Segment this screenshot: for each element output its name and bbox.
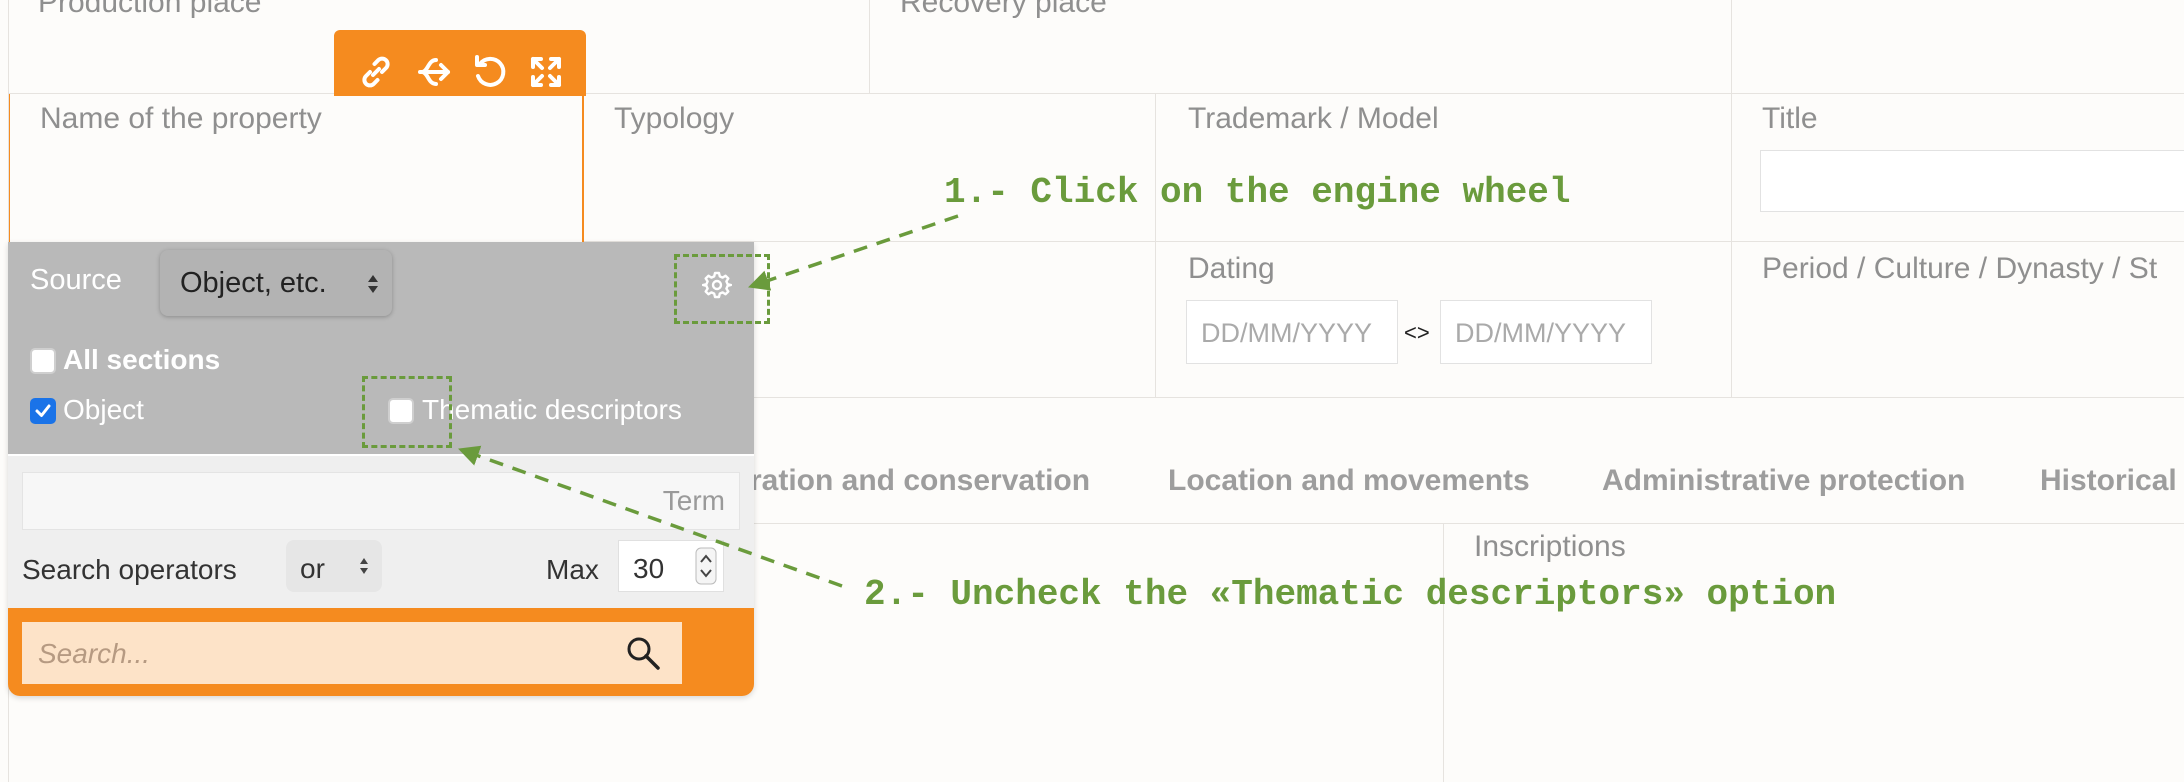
title-input[interactable] bbox=[1760, 150, 2184, 212]
trademark-cell[interactable]: Trademark / Model bbox=[1156, 94, 1732, 242]
typology-cell[interactable]: Typology bbox=[582, 94, 1156, 242]
tab-restoration-conservation[interactable]: ration and conservation bbox=[750, 464, 1091, 497]
field-toolbar bbox=[334, 30, 586, 96]
share-icon[interactable] bbox=[414, 52, 454, 92]
top-right-cell bbox=[1732, 0, 2184, 94]
all-sections-checkbox[interactable] bbox=[30, 348, 56, 374]
production-place-label: Production place bbox=[38, 0, 262, 19]
recovery-place-cell: Recovery place bbox=[870, 0, 1732, 94]
search-icon[interactable] bbox=[624, 634, 662, 672]
thematic-descriptors-label: Thematic descriptors bbox=[422, 394, 682, 425]
max-input[interactable]: 30 bbox=[618, 540, 724, 592]
object-checkbox[interactable] bbox=[30, 398, 56, 424]
bottom-left-area bbox=[8, 524, 1444, 782]
dating-to-input[interactable]: DD/MM/YYYY bbox=[1440, 300, 1652, 364]
source-select[interactable]: Object, etc. bbox=[160, 250, 392, 316]
title-cell: Title bbox=[1732, 94, 2184, 242]
dating-cell: Dating DD/MM/YYYY <> DD/MM/YYYY bbox=[1156, 242, 1732, 398]
recovery-place-label: Recovery place bbox=[900, 0, 1107, 19]
link-icon[interactable] bbox=[356, 52, 396, 92]
select-arrows-icon bbox=[360, 558, 368, 574]
inscriptions-area: Inscriptions bbox=[1444, 524, 2184, 782]
search-placeholder: Search... bbox=[38, 638, 151, 669]
gear-icon[interactable] bbox=[702, 270, 732, 300]
checkmark-icon bbox=[35, 404, 51, 417]
annotation-step1: 1.- Click on the engine wheel bbox=[944, 172, 1571, 213]
search-input[interactable]: Search... bbox=[22, 622, 682, 684]
source-select-value: Object, etc. bbox=[180, 267, 327, 299]
name-of-property-field[interactable]: Name of the property bbox=[8, 94, 584, 244]
select-arrows-icon bbox=[368, 275, 378, 293]
operators-value: or bbox=[300, 553, 325, 584]
tab-location-movements[interactable]: Location and movements bbox=[1168, 464, 1530, 497]
object-label: Object bbox=[63, 394, 144, 425]
annotation-step2: 2.- Uncheck the «Thematic descriptors» o… bbox=[864, 574, 1837, 615]
title-label: Title bbox=[1762, 102, 1818, 135]
max-value: 30 bbox=[633, 553, 665, 584]
popup-options-panel: Source Object, etc. All sections Object … bbox=[8, 242, 754, 454]
name-of-property-label: Name of the property bbox=[40, 102, 322, 135]
term-label: Term bbox=[662, 485, 725, 516]
all-sections-label: All sections bbox=[63, 344, 221, 375]
max-label: Max bbox=[546, 554, 599, 585]
term-input[interactable]: Term bbox=[22, 472, 740, 530]
section-tabs: ration and conservation Location and mov… bbox=[8, 398, 2184, 524]
popup-query-panel: Term Search operators or Max 30 bbox=[8, 454, 754, 608]
dating-label: Dating bbox=[1188, 252, 1275, 285]
tab-administrative-protection[interactable]: Administrative protection bbox=[1602, 464, 1966, 497]
period-cell: Period / Culture / Dynasty / St bbox=[1732, 242, 2184, 398]
tab-historical[interactable]: Historical bbox=[2040, 464, 2177, 497]
trademark-label: Trademark / Model bbox=[1188, 102, 1439, 135]
period-label: Period / Culture / Dynasty / St bbox=[1762, 252, 2158, 285]
reset-icon[interactable] bbox=[470, 52, 510, 92]
date-separator: <> bbox=[1404, 320, 1430, 345]
expand-icon[interactable] bbox=[526, 52, 566, 92]
thematic-descriptors-checkbox[interactable] bbox=[388, 398, 414, 424]
search-popup: Source Object, etc. All sections Object … bbox=[8, 242, 754, 696]
stepper-icon[interactable] bbox=[695, 547, 717, 585]
search-operators-label: Search operators bbox=[22, 554, 237, 585]
operators-select[interactable]: or bbox=[286, 540, 382, 592]
inscriptions-label: Inscriptions bbox=[1474, 530, 1626, 563]
annotation-box-thematic bbox=[362, 376, 452, 448]
source-label: Source bbox=[30, 264, 122, 296]
dating-from-input[interactable]: DD/MM/YYYY bbox=[1186, 300, 1398, 364]
search-bar-panel: Search... bbox=[8, 608, 754, 696]
annotation-box-gear bbox=[674, 254, 770, 324]
typology-label: Typology bbox=[614, 102, 735, 135]
